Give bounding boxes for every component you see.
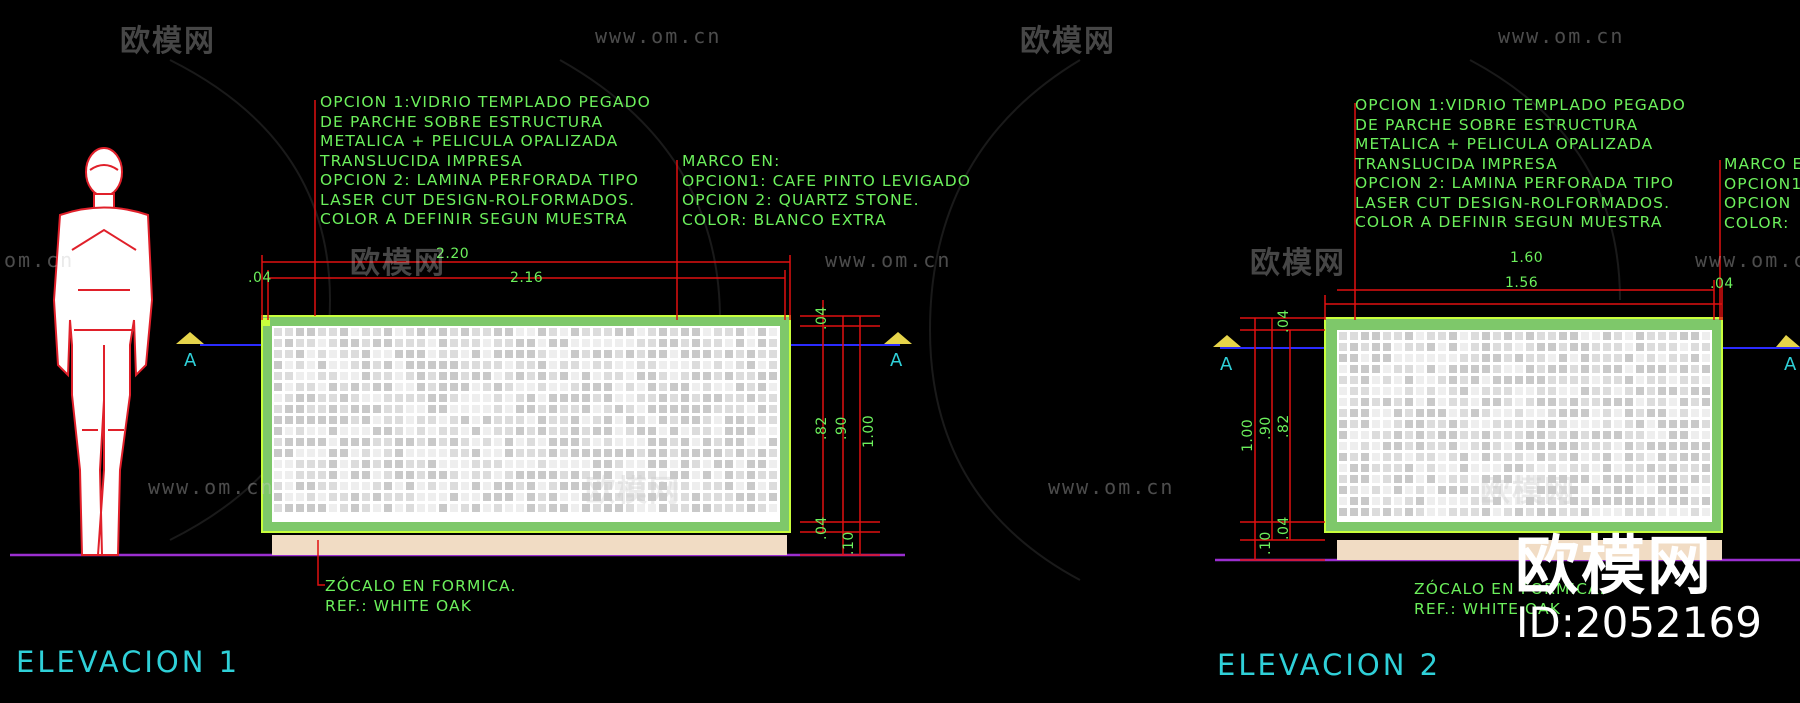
watermark-url: www.om.cn xyxy=(595,24,722,48)
dim-right-margin-2: .04 xyxy=(1710,276,1734,292)
dim-base-height-2: .10 xyxy=(1258,531,1274,555)
watermark-brand: 欧模网 xyxy=(120,24,216,59)
dim-bottom-frame-2: .04 xyxy=(1276,516,1292,540)
svg-text:A: A xyxy=(184,350,197,371)
dim-inner-width-1: 2.16 xyxy=(510,270,543,286)
dim-height-90-1: .90 xyxy=(834,416,850,440)
elevation-2-title: ELEVACION 2 xyxy=(1217,648,1442,682)
human-scale-figure xyxy=(52,147,154,556)
note-glass-option-2: OPCION 1:VIDRIO TEMPLADO PEGADO DE PARCH… xyxy=(1355,96,1686,231)
note-frame-material-2: MARCO E OPCION1 OPCION COLOR: xyxy=(1724,155,1800,232)
watermark-brand: 欧模网 xyxy=(1020,24,1116,59)
watermark-url: www.om.cn xyxy=(1498,24,1625,48)
dim-height-90-2: .90 xyxy=(1258,416,1274,440)
dimension-lines xyxy=(261,100,1723,586)
base-zocalo-1 xyxy=(272,535,787,555)
perforation-pattern-1 xyxy=(274,328,777,512)
watermark-url: www.om.cn xyxy=(1695,248,1800,272)
note-base-2: ZÓCALO EN FORMICA. REF.: WHITE OAK xyxy=(1414,580,1606,618)
section-marker-left-2: A xyxy=(1213,335,1241,375)
dim-height-total-1: 1.00 xyxy=(861,415,877,448)
elevation-1-title: ELEVACION 1 xyxy=(16,645,241,679)
dim-base-height-1: .10 xyxy=(841,531,857,555)
section-marker-left-1: A xyxy=(176,332,204,371)
dim-height-total-2: 1.00 xyxy=(1240,419,1256,452)
svg-text:A: A xyxy=(1784,354,1797,375)
dim-panel-height-1: .82 xyxy=(814,416,830,440)
note-frame-material-1: MARCO EN: OPCION1: CAFE PINTO LEVIGADO O… xyxy=(682,152,972,229)
perforation-pattern-2 xyxy=(1339,332,1710,516)
section-marker-right-2: A xyxy=(1776,335,1800,375)
watermark-brand: 欧模网 xyxy=(1250,246,1346,281)
elevation-1-counter xyxy=(261,315,791,555)
section-marker-right-1: A xyxy=(884,332,912,371)
dim-overall-width-2: 1.60 xyxy=(1510,250,1543,266)
dim-inner-width-2: 1.56 xyxy=(1505,275,1538,291)
base-zocalo-2 xyxy=(1337,540,1722,560)
dim-left-margin-1: .04 xyxy=(248,270,272,286)
dim-overall-width-1: 2.20 xyxy=(436,246,469,262)
watermark-brand: 欧模网 xyxy=(1480,474,1576,509)
watermark-brand: 欧模网 xyxy=(585,474,681,509)
watermark-url: www.om.cn xyxy=(825,248,952,272)
note-base-1: ZÓCALO EN FORMICA. REF.: WHITE OAK xyxy=(325,577,517,615)
elevation-2-counter xyxy=(1324,317,1723,560)
watermark-url: www.om.cn xyxy=(1048,475,1175,499)
watermark-brand: 欧模网 xyxy=(350,246,446,281)
note-glass-option-1: OPCION 1:VIDRIO TEMPLADO PEGADO DE PARCH… xyxy=(320,93,651,228)
dim-top-frame-2: .04 xyxy=(1276,309,1292,333)
svg-text:A: A xyxy=(1220,354,1233,375)
dim-top-frame-1: .04 xyxy=(814,306,830,330)
watermark-brand-large: 欧模网 xyxy=(1515,530,1713,604)
watermark-url-short: om.cn xyxy=(4,248,75,272)
dim-bottom-frame-1: .04 xyxy=(814,516,830,540)
watermark-url: www.om.cn xyxy=(148,475,275,499)
svg-text:A: A xyxy=(890,350,903,371)
frame-corner xyxy=(262,318,270,326)
watermark-id: ID:2052169 xyxy=(1516,598,1762,647)
dim-panel-height-2: .82 xyxy=(1276,414,1292,438)
watermark-arcs xyxy=(169,59,1621,581)
